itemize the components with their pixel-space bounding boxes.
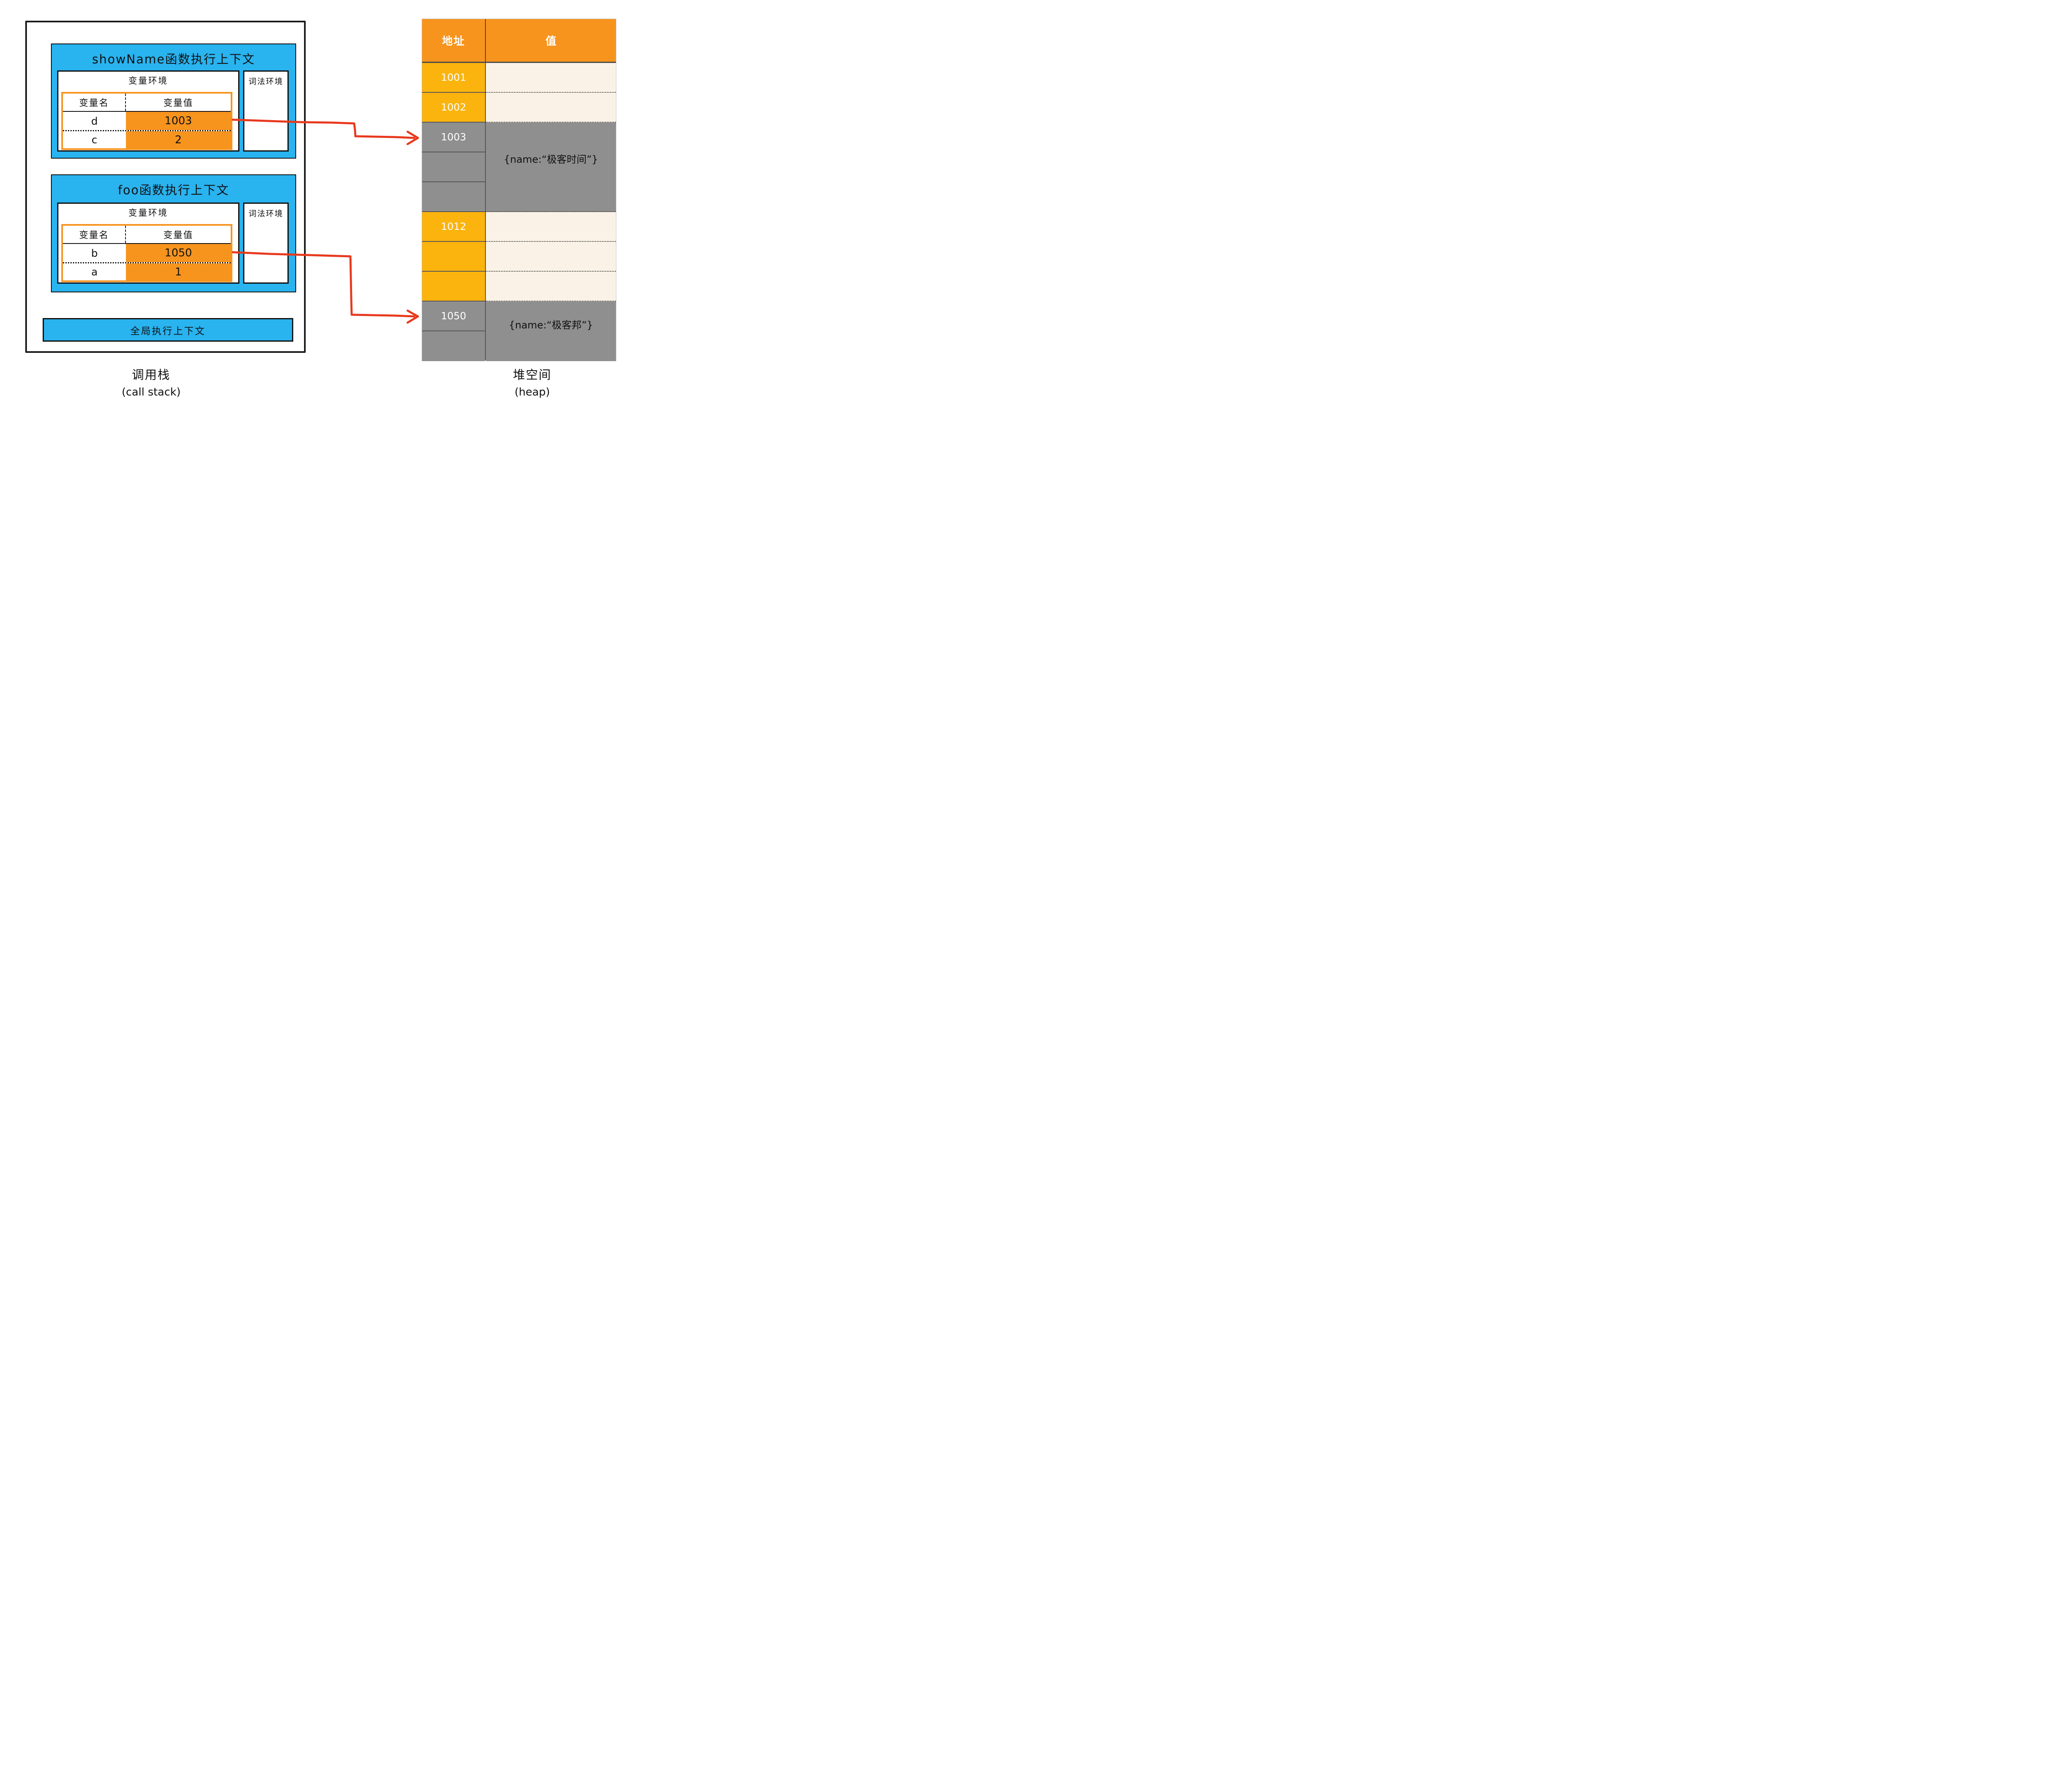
heap-table-header: 地址 值 [422, 19, 616, 63]
heap-caption: 堆空间 (heap) [439, 365, 625, 398]
heap-address-cell [422, 152, 485, 182]
variable-name: b [63, 244, 126, 262]
heap-address-cell [422, 331, 485, 361]
variable-value: 1050 [126, 244, 231, 262]
heap-address-cell: 1003 [422, 123, 485, 152]
heap-address-cell: 1001 [422, 63, 485, 93]
column-header-name: 变量名 [63, 94, 126, 111]
variable-name: d [63, 112, 126, 130]
heap-value-column: {name:“极客时间”} {name:“极客邦”} [486, 63, 616, 361]
heap-object-cell: {name:“极客时间”} [486, 123, 616, 212]
frame-showname-context: showName函数执行上下文 变量环境 变量名 变量值 d 1003 c 2 [51, 43, 296, 159]
variable-table-header: 变量名 变量值 [63, 94, 231, 112]
heap-table-body: 1001 1002 1003 1012 1050 {name:“极客时间”} {… [422, 63, 616, 361]
lexical-environment-box: 词法环境 [243, 203, 289, 284]
memory-diagram: showName函数执行上下文 变量环境 变量名 变量值 d 1003 c 2 [0, 0, 640, 406]
global-execution-context-bar: 全局执行上下文 [43, 318, 293, 342]
heap-header-value: 值 [545, 35, 556, 48]
call-stack-box: showName函数执行上下文 变量环境 变量名 变量值 d 1003 c 2 [25, 21, 306, 353]
frame-foo-context: foo函数执行上下文 变量环境 变量名 变量值 b 1050 a 1 [51, 174, 296, 292]
variable-environment-box: 变量环境 变量名 变量值 d 1003 c 2 [57, 70, 239, 152]
heap-address-column: 1001 1002 1003 1012 1050 [422, 63, 486, 361]
heap-address-cell [422, 182, 485, 212]
heap-object-cell: {name:“极客邦”} [486, 301, 616, 361]
variable-table: 变量名 变量值 d 1003 c 2 [61, 92, 232, 150]
caption-zh: 调用栈 [132, 368, 171, 382]
heap-address-cell: 1002 [422, 93, 485, 123]
variable-value: 1003 [126, 112, 231, 130]
table-row: c 2 [63, 130, 231, 148]
variable-value: 1 [126, 263, 231, 280]
frame-title: foo函数执行上下文 [118, 183, 229, 197]
caption-en: (heap) [514, 386, 550, 398]
heap-address-cell [422, 242, 485, 272]
column-header-name: 变量名 [63, 226, 126, 243]
variable-environment-label: 变量环境 [128, 76, 168, 86]
heap-address-cell: 1050 [422, 301, 485, 331]
table-row: a 1 [63, 262, 231, 280]
call-stack-caption: 调用栈 (call stack) [58, 365, 244, 398]
heap-header-address: 地址 [422, 19, 486, 62]
caption-en: (call stack) [121, 386, 181, 398]
lexical-environment-box: 词法环境 [243, 70, 289, 152]
variable-name: a [63, 263, 126, 280]
heap-value-cell [486, 212, 616, 242]
column-header-value: 变量值 [126, 94, 231, 111]
variable-environment-label: 变量环境 [128, 208, 168, 218]
heap-value-cell [486, 93, 616, 123]
lexical-environment-label: 词法环境 [248, 209, 283, 218]
table-row: d 1003 [63, 112, 231, 130]
frame-title: showName函数执行上下文 [92, 52, 255, 66]
heap-address-cell: 1012 [422, 212, 485, 242]
variable-value: 2 [126, 131, 231, 148]
variable-table: 变量名 变量值 b 1050 a 1 [61, 224, 232, 282]
column-header-value: 变量值 [126, 226, 231, 243]
variable-name: c [63, 131, 126, 148]
variable-table-header: 变量名 变量值 [63, 226, 231, 244]
variable-environment-box: 变量环境 变量名 变量值 b 1050 a 1 [57, 203, 239, 284]
heap-value-cell [486, 242, 616, 272]
table-row: b 1050 [63, 244, 231, 262]
caption-zh: 堆空间 [513, 368, 552, 382]
heap-address-cell [422, 272, 485, 301]
lexical-environment-label: 词法环境 [248, 77, 283, 86]
heap-table: 地址 值 1001 1002 1003 1012 1050 {name:“极客时… [422, 19, 616, 361]
heap-value-cell [486, 63, 616, 93]
heap-value-cell [486, 272, 616, 301]
